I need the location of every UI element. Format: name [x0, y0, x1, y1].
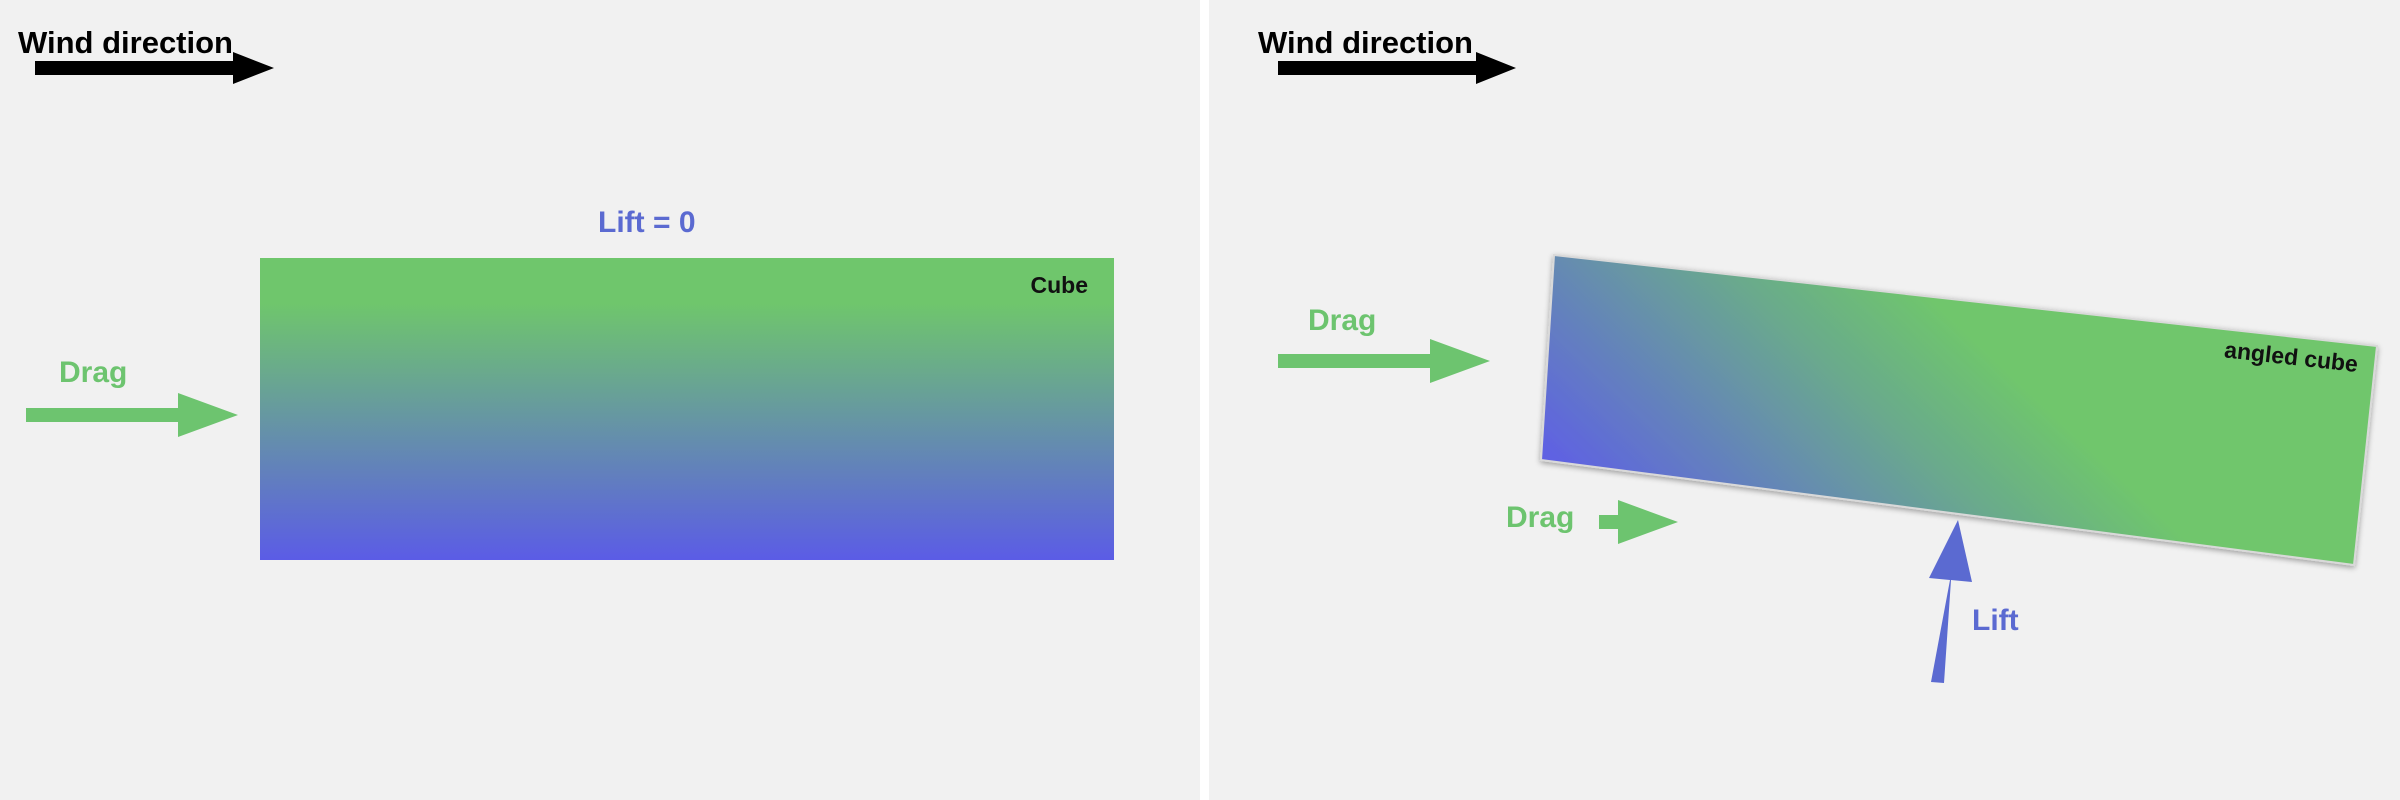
wind-direction-arrow-left	[35, 52, 274, 84]
lift-zero-label: Lift = 0	[598, 206, 696, 239]
wind-direction-arrow-right	[1278, 52, 1516, 84]
cube	[260, 258, 1114, 560]
drag-arrow-right-top	[1278, 339, 1490, 383]
drag-label-right-top: Drag	[1308, 304, 1376, 337]
drag-label-left: Drag	[59, 356, 127, 389]
lift-arrow	[1929, 520, 1972, 683]
angled-cube	[1539, 253, 2379, 567]
cube-label: Cube	[1031, 272, 1089, 298]
left-panel: Wind direction Lift = 0 Cube Drag	[18, 25, 1114, 560]
wind-direction-label-right: Wind direction	[1258, 25, 1473, 60]
drag-label-right-bottom: Drag	[1506, 501, 1574, 534]
drag-arrow-right-bottom	[1599, 500, 1678, 544]
drag-arrow-left	[26, 393, 238, 437]
right-panel: Wind direction Drag angled cube Drag Lif…	[1258, 25, 2379, 683]
lift-label: Lift	[1972, 604, 2019, 637]
panel-divider	[1200, 0, 1209, 800]
wind-direction-label-left: Wind direction	[18, 25, 233, 60]
